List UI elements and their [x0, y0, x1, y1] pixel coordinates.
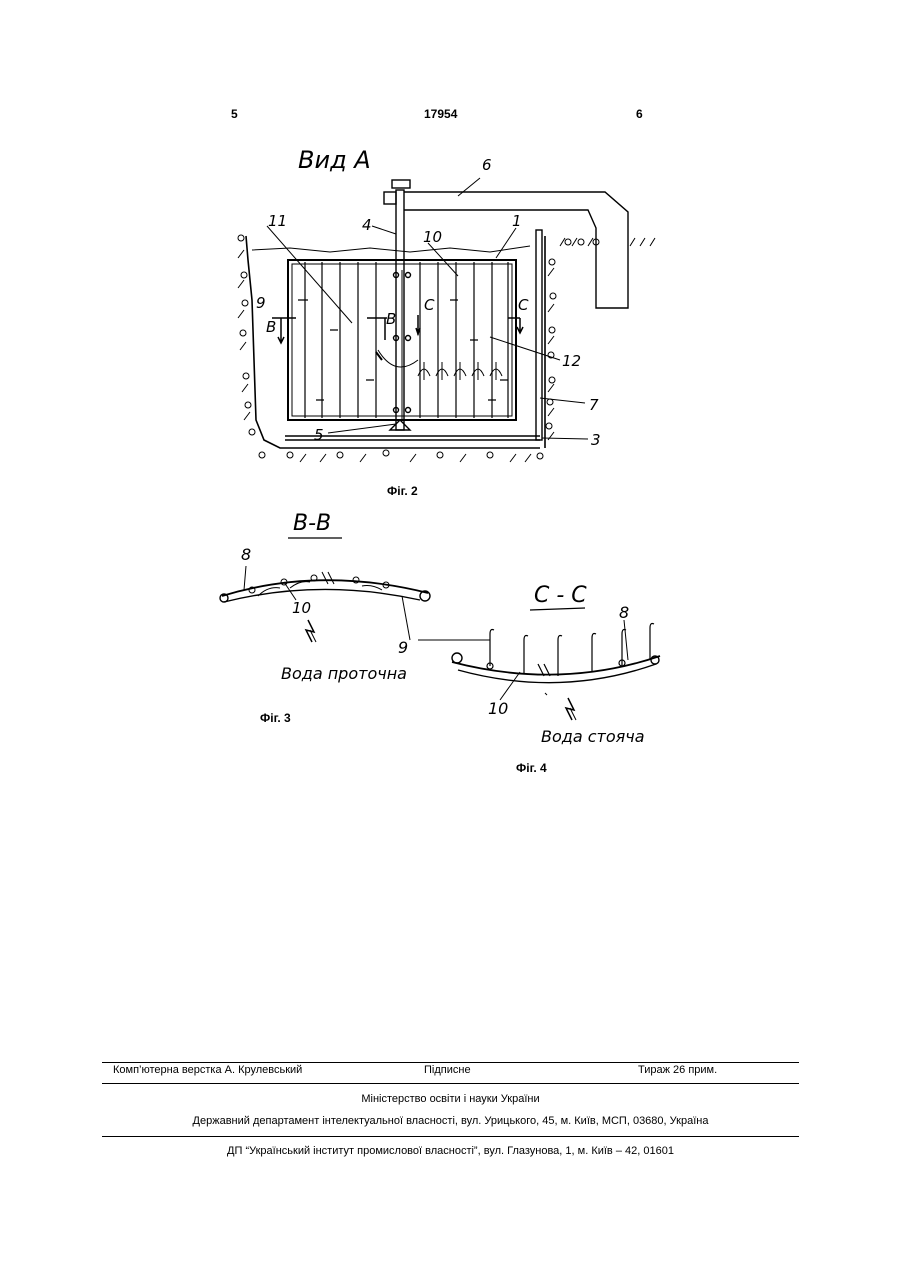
fig4-label-10: 10 [488, 699, 508, 718]
figure-4-caption: Фіг. 4 [516, 761, 547, 775]
fig2-label-5: 5 [314, 426, 324, 444]
footer-ministry: Міністерство освіти і науки України [102, 1093, 799, 1105]
fig3-water-label: Вода проточна [281, 664, 407, 683]
figure-3-drawing: В-В 8 10 9 Вода проточна [220, 511, 430, 683]
fig2-label-9: 9 [256, 294, 266, 312]
fig2-label-10: 10 [423, 228, 442, 246]
fig2-section-b-right: В [386, 310, 396, 328]
fig2-label-12: 12 [562, 352, 581, 370]
figure-2-drawing: Вид А [238, 146, 655, 462]
fig4-label-8: 8 [619, 603, 629, 622]
fig2-label-7: 7 [589, 396, 599, 414]
fig3-label-10: 10 [292, 599, 311, 617]
fig2-label-3: 3 [591, 431, 601, 449]
fig2-section-c-left: С [424, 296, 435, 314]
fig4-section-label: С - С [534, 583, 587, 608]
footer-circulation: Тираж 26 прим. [638, 1064, 717, 1076]
figure-2-caption: Фіг. 2 [387, 484, 418, 498]
patent-drawings: Вид А [0, 0, 901, 800]
fig2-section-b-left: В [266, 318, 276, 336]
fig3-label-8: 8 [241, 545, 251, 564]
footer-divider-middle [102, 1083, 799, 1084]
footer-typesetting: Комп’ютерна верстка А. Крулевський [113, 1064, 302, 1076]
fig4-water-label: Вода стояча [541, 727, 645, 746]
figure-3-caption: Фіг. 3 [260, 711, 291, 725]
fig3-label-9: 9 [398, 638, 408, 657]
footer-divider-bottom [102, 1136, 799, 1137]
fig2-label-6: 6 [482, 156, 492, 174]
footer-subscription: Підписне [424, 1064, 471, 1076]
fig2-label-4: 4 [362, 216, 372, 234]
figure-4-drawing: С - С 8 10 Вода стояча [418, 583, 660, 746]
fig3-section-label: В-В [293, 511, 331, 536]
view-label: Вид А [298, 146, 371, 174]
fig2-label-11: 11 [268, 212, 287, 230]
footer-institute: ДП “Український інститут промислової вла… [102, 1145, 799, 1157]
fig2-section-c-right: С [518, 296, 529, 314]
footer-divider-top [102, 1062, 799, 1063]
fig2-label-1: 1 [512, 212, 522, 230]
footer-department: Державний департамент інтелектуальної вл… [102, 1115, 799, 1127]
